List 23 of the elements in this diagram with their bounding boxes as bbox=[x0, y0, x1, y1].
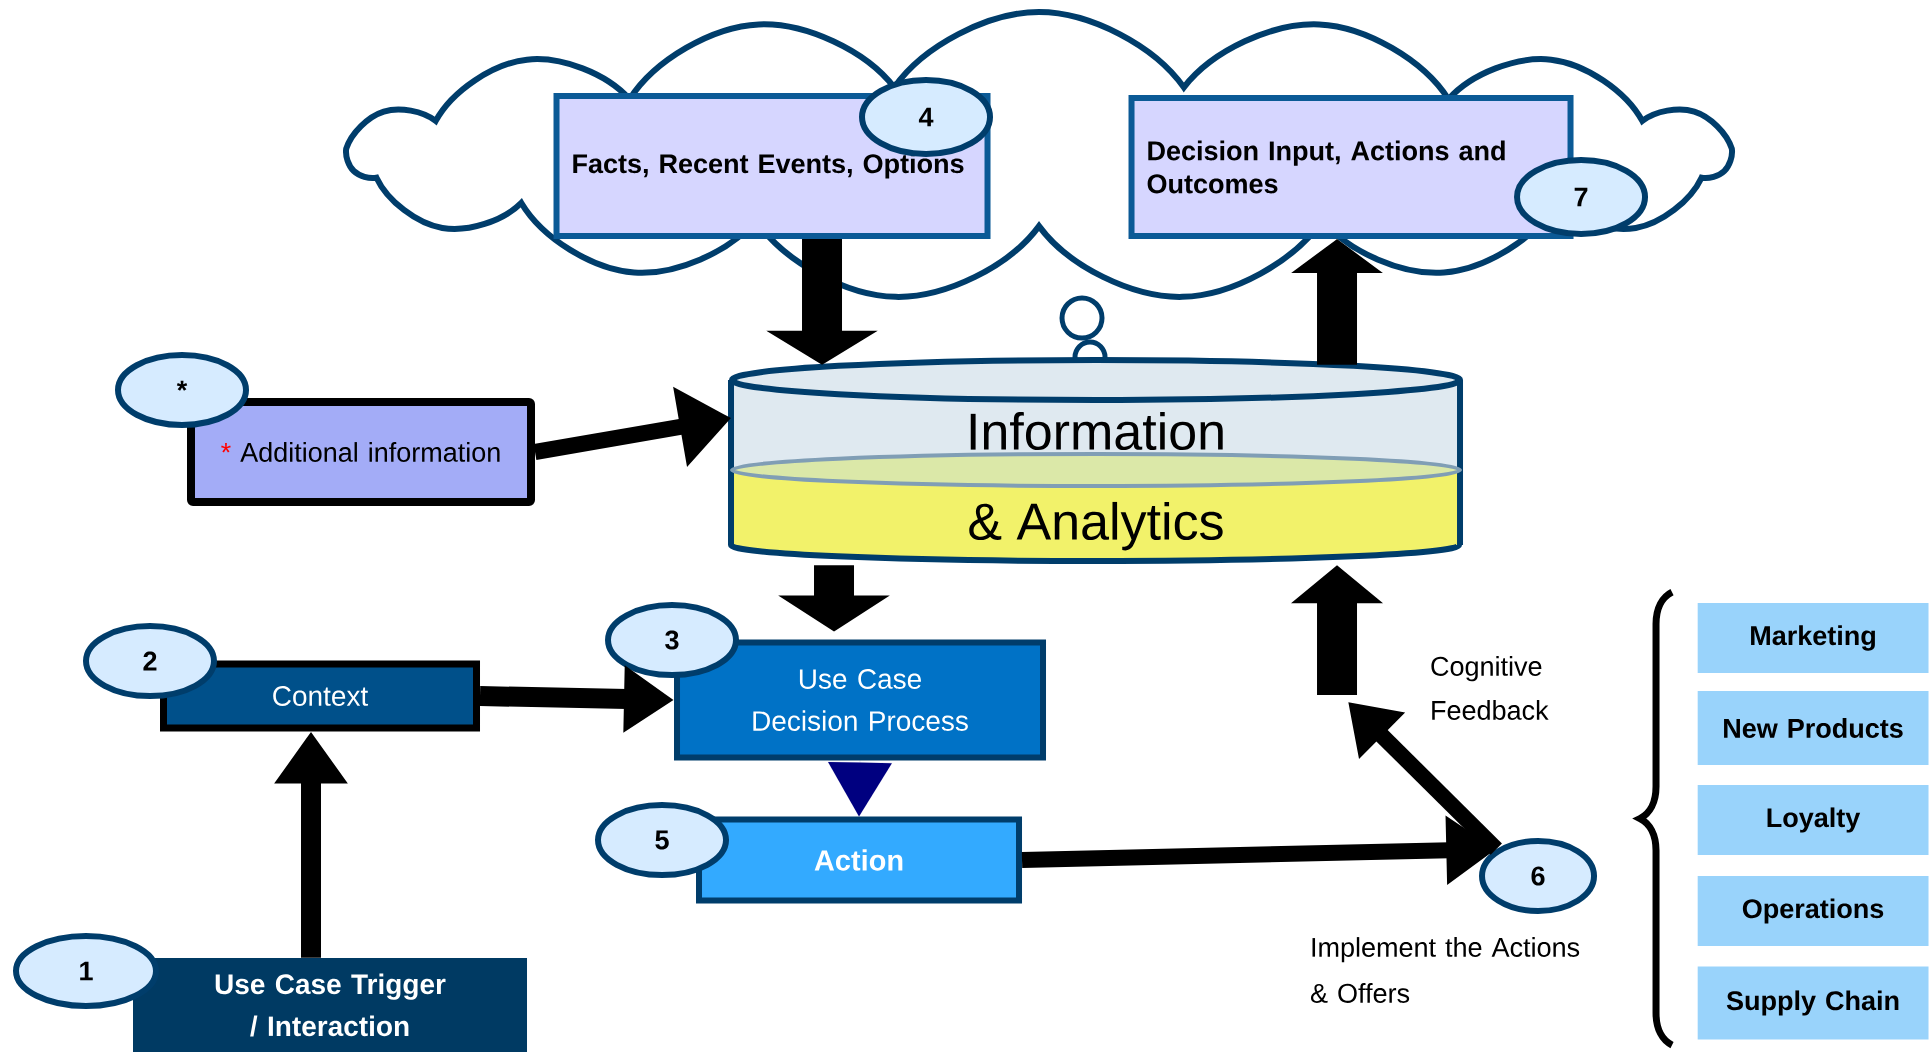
category-box: Marketing bbox=[1697, 603, 1929, 673]
info-box: Decision Input, Actions and Outcomes bbox=[1128, 95, 1574, 239]
database-cylinder: Information & Analytics bbox=[728, 357, 1463, 564]
category-box: Loyalty bbox=[1697, 785, 1929, 855]
triangle-connector bbox=[828, 760, 892, 817]
category-box: New Products bbox=[1697, 691, 1929, 765]
number-badge: 2 bbox=[83, 623, 217, 699]
number-badge: 7 bbox=[1514, 157, 1648, 237]
number-badge: 3 bbox=[605, 602, 739, 678]
note-text: Implement the Actions & Offers bbox=[1311, 937, 1580, 1003]
category-box: Operations bbox=[1697, 876, 1929, 946]
process-box: Context bbox=[160, 660, 480, 732]
number-badge: 6 bbox=[1479, 838, 1597, 914]
number-badge: 1 bbox=[13, 933, 159, 1009]
process-box: Action bbox=[696, 816, 1022, 904]
info-box: * Additional information bbox=[187, 398, 535, 506]
edge-label: Cognitive Feedback bbox=[1431, 656, 1549, 720]
number-badge: * bbox=[115, 352, 249, 428]
node-label: Information bbox=[970, 411, 1223, 451]
node-label: & Analytics bbox=[969, 501, 1223, 551]
category-box: Supply Chain bbox=[1697, 966, 1929, 1040]
number-badge: 5 bbox=[595, 802, 729, 878]
process-box: Use Case Trigger / Interaction bbox=[133, 958, 527, 1052]
